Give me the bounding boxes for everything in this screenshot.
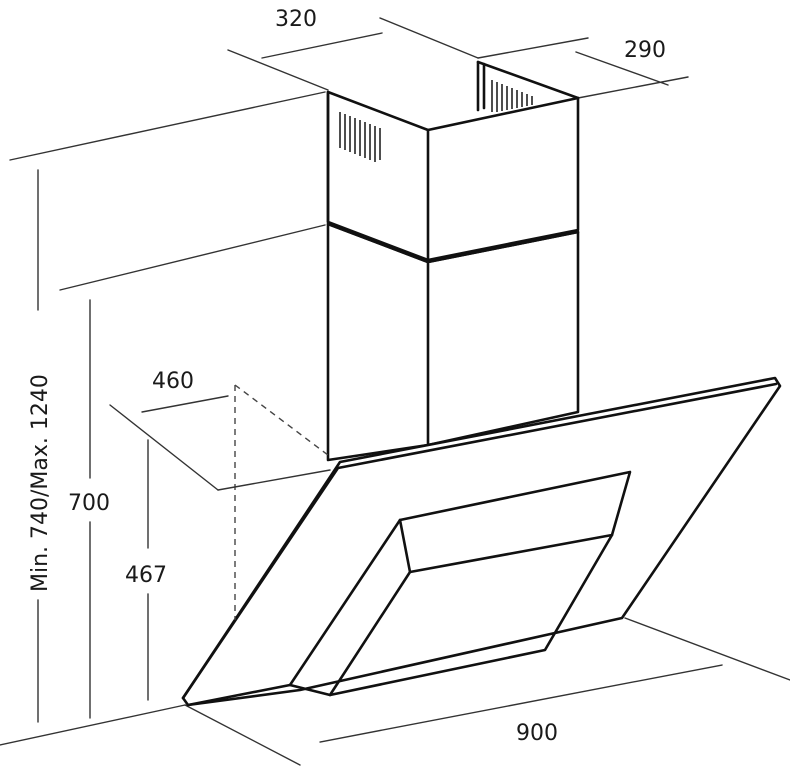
hood-width-label: 900 bbox=[516, 721, 558, 746]
dim-hood-width: 900 bbox=[319, 664, 723, 746]
dim-chimney-depth: 290 bbox=[575, 38, 669, 86]
dim-hood-height: 700 bbox=[68, 299, 110, 719]
vent-grille-left bbox=[339, 112, 381, 162]
wall-reference-lines bbox=[0, 17, 790, 766]
dim-chimney-width: 320 bbox=[261, 7, 383, 59]
vent-grille-right bbox=[491, 80, 533, 112]
depth-projection bbox=[234, 384, 329, 620]
chimney-depth-label: 290 bbox=[624, 38, 666, 63]
hood-depth-label: 460 bbox=[152, 369, 194, 394]
chimney-width-label: 320 bbox=[275, 7, 317, 32]
hood-glass-panel bbox=[181, 376, 782, 707]
hood-height-label: 700 bbox=[68, 491, 110, 516]
chimney bbox=[326, 60, 580, 462]
dim-hood-depth: 460 bbox=[109, 369, 331, 491]
front-height-label: 467 bbox=[125, 563, 167, 588]
total-height-label: Min. 740/Max. 1240 bbox=[28, 374, 53, 592]
dim-front-height: 467 bbox=[125, 439, 167, 701]
dim-total-height: Min. 740/Max. 1240 bbox=[28, 169, 53, 723]
